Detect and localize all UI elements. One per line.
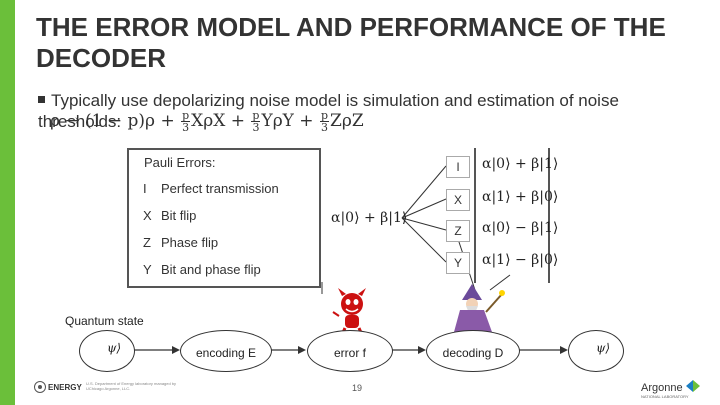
argonne-logo: Argonne NATIONAL LABORATORY: [641, 380, 700, 399]
output-state-2: α|1⟩ + β|0⟩: [482, 189, 558, 205]
output-state-4: α|1⟩ − β|0⟩: [482, 252, 558, 268]
encoding-node: encoding E: [180, 330, 272, 372]
output-state-1: α|0⟩ + β|1⟩: [482, 156, 558, 172]
op-x: X: [446, 189, 470, 211]
op-y: Y: [446, 252, 470, 274]
op-i: I: [446, 156, 470, 178]
output-psi-node: ψ⟩: [568, 330, 624, 372]
error-node: error f: [307, 330, 393, 372]
input-psi-node: ψ⟩: [79, 330, 135, 372]
devil-icon: [330, 288, 374, 336]
argonne-mark-icon: [686, 380, 700, 392]
doe-seal-icon: [34, 381, 46, 393]
output-state-3: α|0⟩ − β|1⟩: [482, 220, 558, 236]
decoding-node: decoding D: [426, 330, 520, 372]
page-number: 19: [352, 383, 362, 393]
input-state: α|0⟩ + β|1⟩: [331, 210, 407, 226]
quantum-state-label: Quantum state: [65, 314, 144, 328]
wizard-icon: [452, 284, 508, 334]
op-z: Z: [446, 220, 470, 242]
